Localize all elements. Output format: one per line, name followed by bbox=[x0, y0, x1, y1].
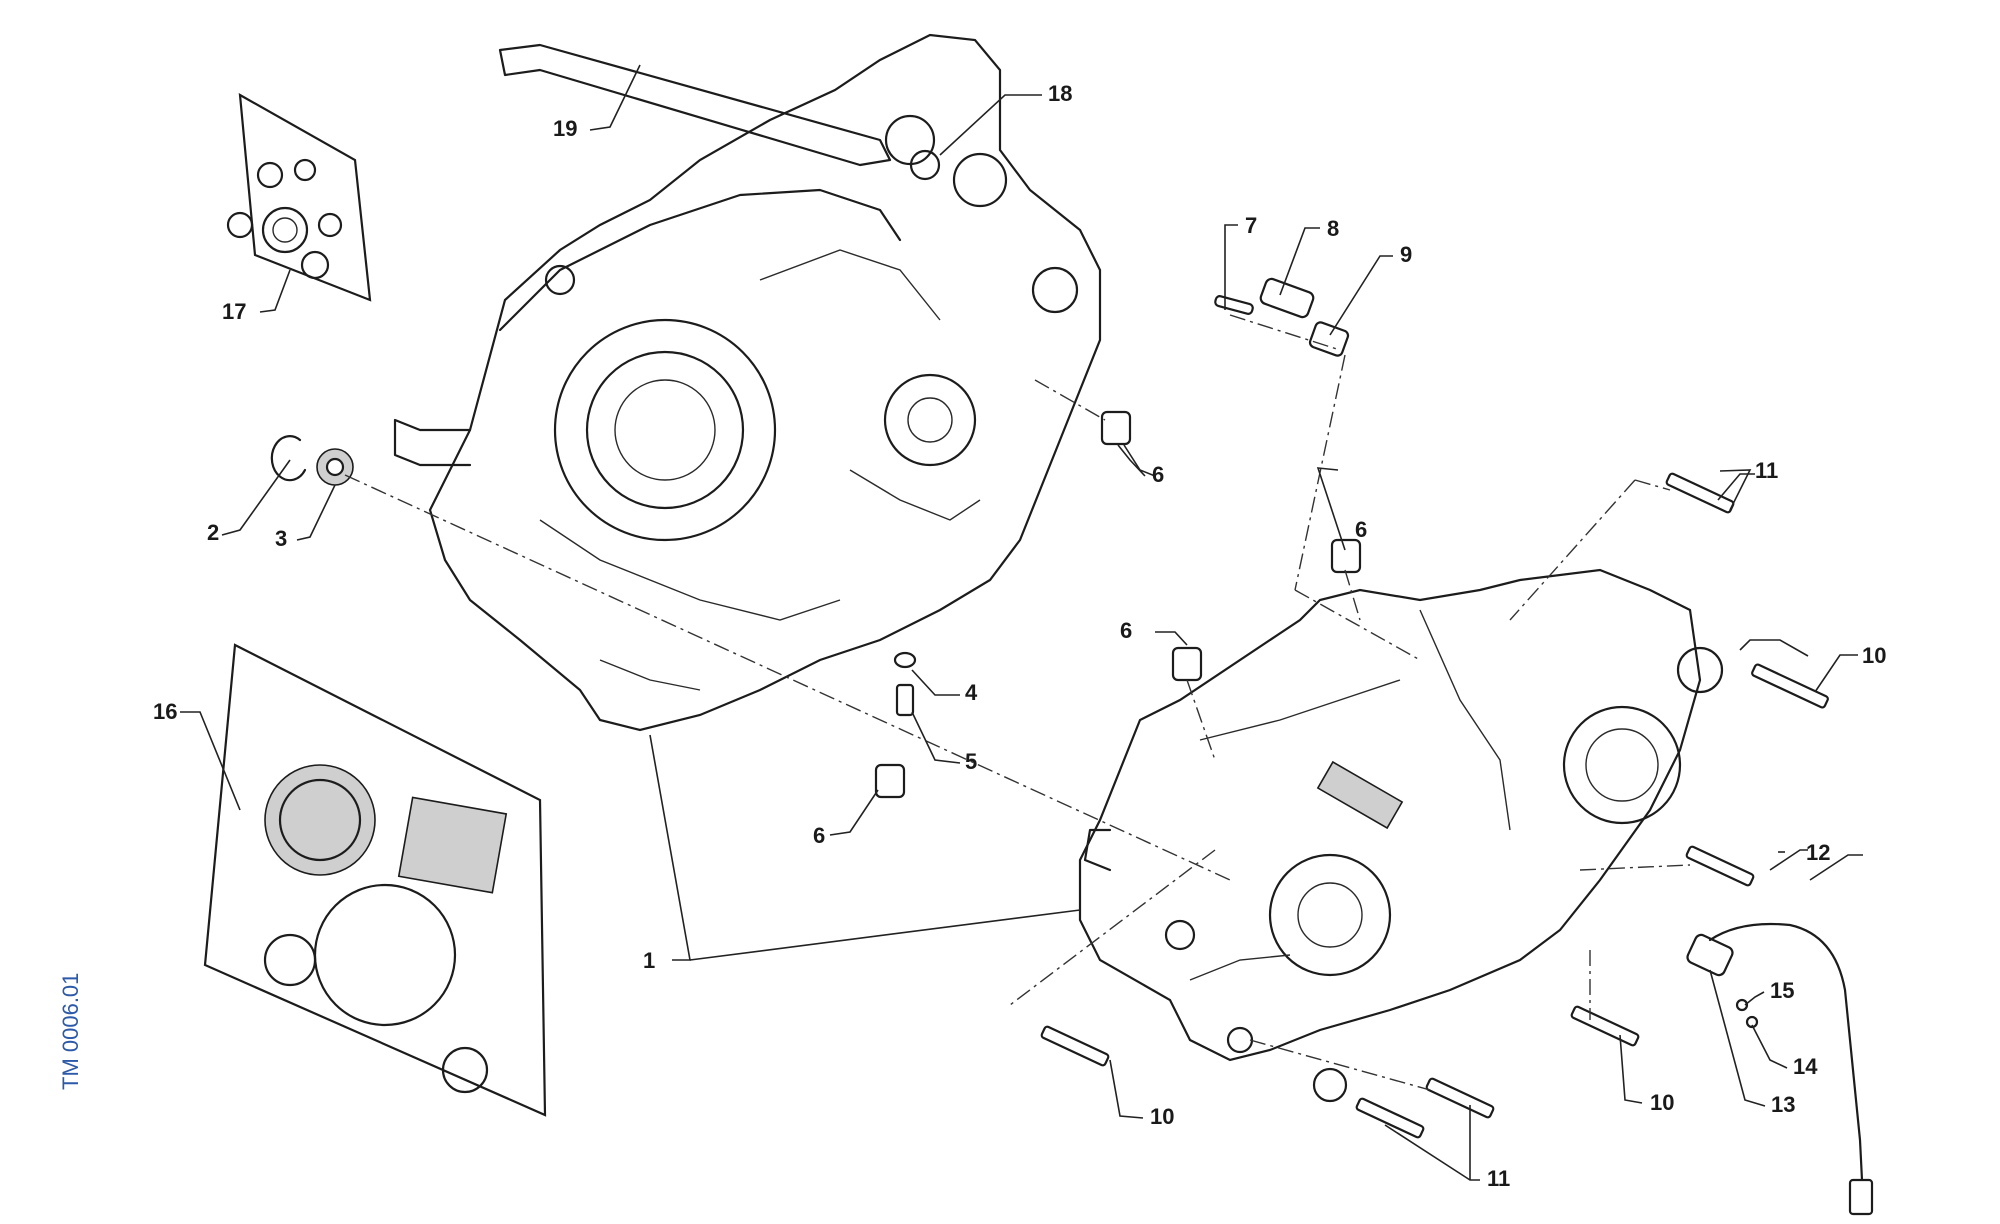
callout-3: 3 bbox=[275, 526, 287, 551]
leader-lines bbox=[180, 64, 1863, 1181]
callout-17: 17 bbox=[222, 299, 246, 324]
callout-10b: 10 bbox=[1650, 1090, 1674, 1115]
small-gasket bbox=[1259, 277, 1315, 319]
callout-4: 4 bbox=[965, 680, 978, 705]
callout-12: 12 bbox=[1806, 840, 1830, 865]
callout-10a: 10 bbox=[1862, 643, 1886, 668]
callout-1: 1 bbox=[643, 948, 655, 973]
callout-7: 7 bbox=[1245, 213, 1257, 238]
callout-6b: 6 bbox=[813, 823, 825, 848]
callout-5: 5 bbox=[965, 749, 977, 774]
callout-labels: 1 2 3 4 5 6 6 6 6 7 8 9 10 10 10 11 11 1… bbox=[153, 81, 1886, 1191]
sensor-assembly bbox=[1686, 922, 1874, 1216]
callout-13: 13 bbox=[1771, 1092, 1795, 1117]
callout-19: 19 bbox=[553, 116, 577, 141]
callout-14: 14 bbox=[1793, 1054, 1818, 1079]
breather-hose bbox=[498, 43, 892, 167]
small-screw bbox=[1214, 295, 1254, 315]
hose-clamp bbox=[909, 149, 941, 181]
drain-screw bbox=[895, 683, 915, 717]
seal-kit-card bbox=[226, 93, 372, 302]
callout-15: 15 bbox=[1770, 978, 1794, 1003]
callout-18: 18 bbox=[1048, 81, 1072, 106]
sealing-washer bbox=[893, 651, 917, 669]
left-crankcase-half bbox=[393, 33, 1102, 732]
right-crankcase-half bbox=[1078, 568, 1724, 1103]
circlip bbox=[270, 435, 307, 482]
callout-9: 9 bbox=[1400, 242, 1412, 267]
callout-8: 8 bbox=[1327, 216, 1339, 241]
callout-6d: 6 bbox=[1120, 618, 1132, 643]
callout-16: 16 bbox=[153, 699, 177, 724]
small-cover bbox=[1308, 321, 1350, 357]
gasket-kit-card bbox=[203, 643, 547, 1117]
document-code: TM 0006.01 bbox=[58, 972, 83, 1090]
callout-11a: 11 bbox=[1755, 458, 1778, 483]
callout-10c: 10 bbox=[1150, 1104, 1174, 1129]
dowel-sleeves bbox=[874, 410, 1362, 799]
crankcase-bolts bbox=[1040, 472, 1829, 1139]
callout-11b: 11 bbox=[1487, 1166, 1510, 1191]
callout-6a: 6 bbox=[1152, 462, 1164, 487]
callout-2: 2 bbox=[207, 520, 219, 545]
callout-6c: 6 bbox=[1355, 517, 1367, 542]
